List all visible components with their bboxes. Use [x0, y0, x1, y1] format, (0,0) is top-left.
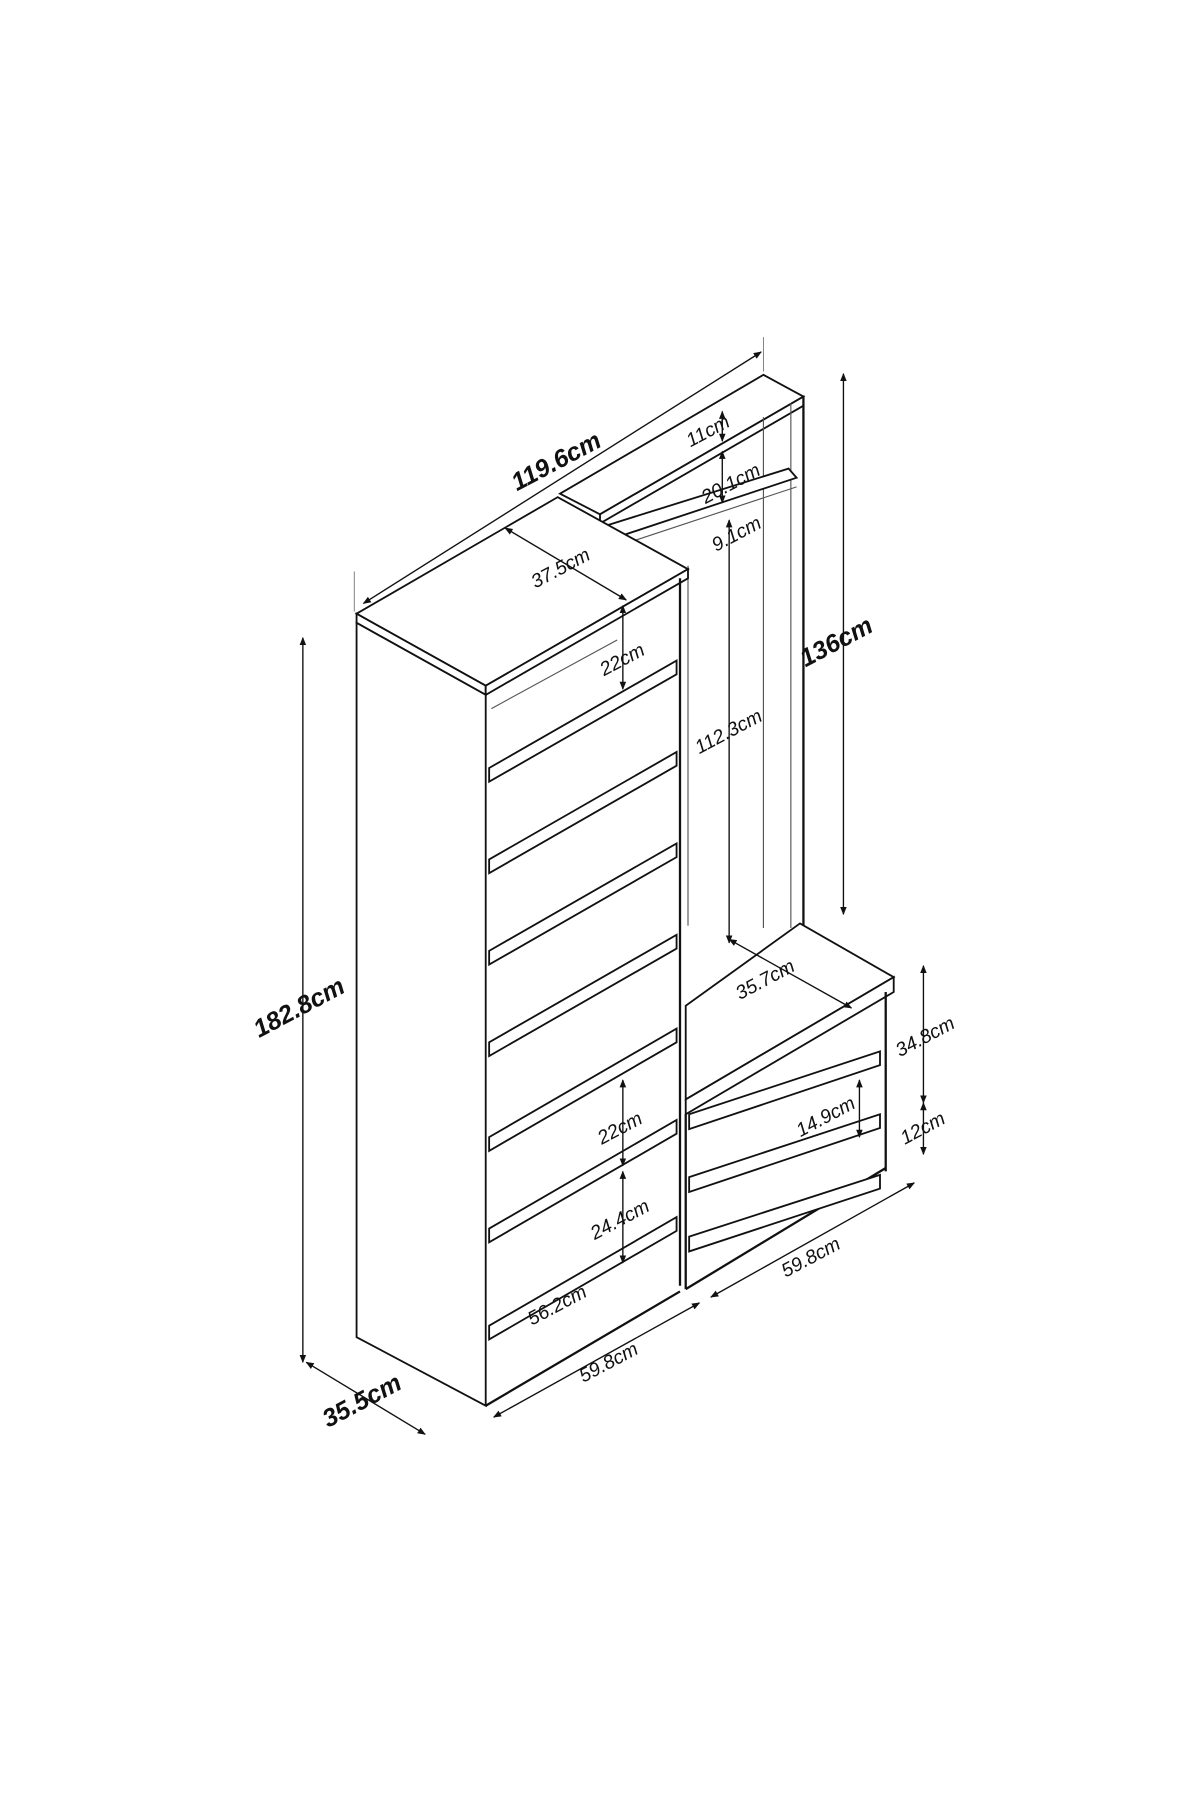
tower-shelves: [488, 639, 678, 1342]
label-tower-depth: 35.5cm: [318, 1369, 406, 1434]
label-tower-shelf-top: 22cm: [595, 639, 648, 681]
bookshelf-tower: [354, 496, 690, 1408]
label-tower-width: 59.8cm: [575, 1338, 642, 1387]
label-bench-height: 34.8cm: [892, 1012, 959, 1061]
label-tower-height: 182.8cm: [249, 972, 350, 1043]
label-shelf-depth-top: 9.1cm: [708, 512, 765, 556]
label-rack-height: 136cm: [795, 611, 877, 672]
dimension-lines: [299, 337, 927, 1435]
